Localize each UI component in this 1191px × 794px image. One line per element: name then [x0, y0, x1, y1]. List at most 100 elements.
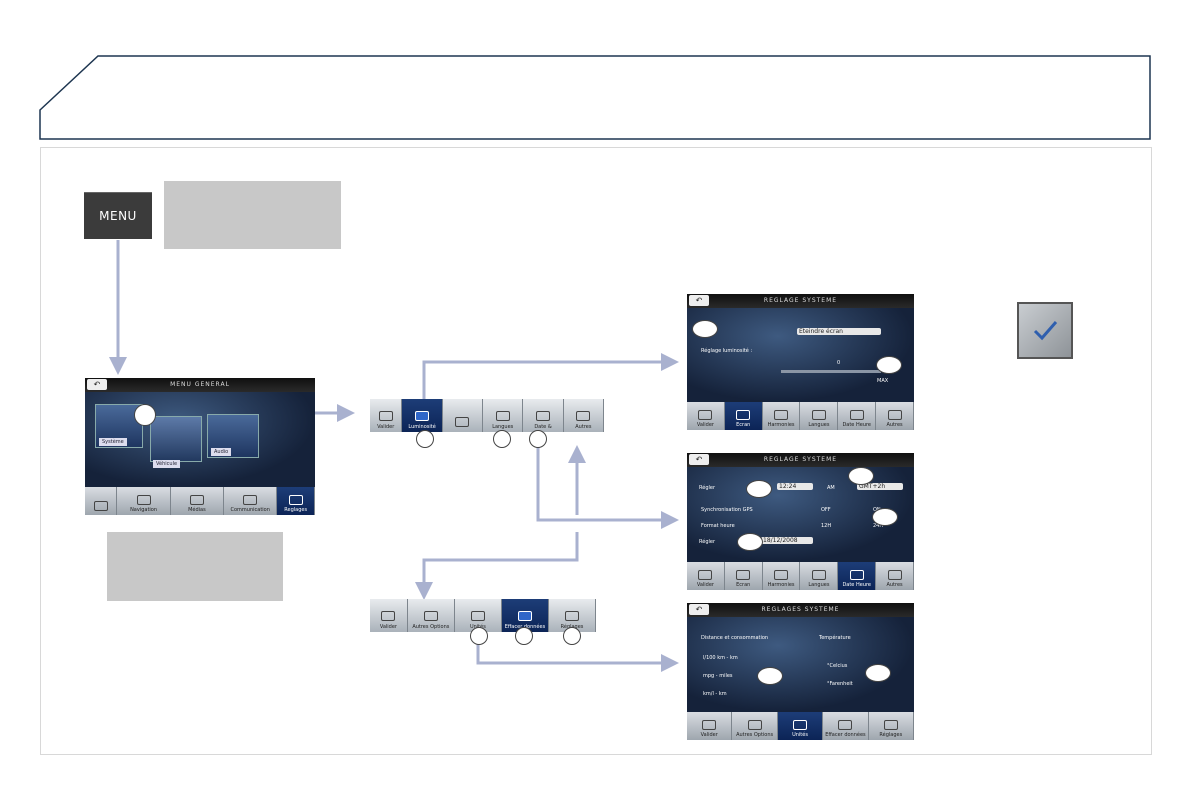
- settings-icon: [288, 495, 303, 505]
- callout-marker: [529, 430, 547, 448]
- others-icon: [423, 611, 438, 621]
- check-icon: [698, 410, 713, 420]
- gps-off-option[interactable]: OFF: [821, 507, 831, 513]
- distance-heading: Distance et consommation: [701, 635, 769, 641]
- color-icon: [774, 570, 789, 580]
- units-icon: [470, 611, 485, 621]
- callout-marker: [848, 467, 874, 485]
- format-24h-option[interactable]: 24H: [873, 523, 884, 529]
- units-icon: [793, 720, 808, 730]
- brightness-max: MAX: [877, 378, 889, 384]
- main-menu-screen: MENU GENERAL ↶ Système Véhicule Audio Na…: [85, 378, 315, 515]
- main-bottom-bar: Navigation Médias Communication Reglages: [85, 487, 315, 515]
- date-field[interactable]: 18/12/2008: [761, 537, 813, 544]
- back-button[interactable]: ↶: [87, 379, 107, 390]
- tab-harmonies[interactable]: Harmonies: [763, 402, 801, 430]
- tab-phone[interactable]: [85, 487, 118, 515]
- screen-title: REGLAGES SYSTEME: [687, 603, 914, 617]
- tab-date-time[interactable]: Date Heure: [838, 402, 877, 430]
- check-icon: [698, 570, 713, 580]
- set-time-label: Régler: [699, 485, 716, 491]
- header-tab-frame: [39, 55, 1151, 140]
- screen-icon: [736, 570, 751, 580]
- unit-option-mpg[interactable]: mpg - miles: [703, 673, 733, 679]
- communication-icon: [243, 495, 258, 505]
- tab-screen[interactable]: Ecran: [724, 402, 763, 430]
- tab-languages[interactable]: Langues: [800, 562, 839, 590]
- unit-option-kml[interactable]: km/l - km: [703, 691, 727, 697]
- grey-caption-box-bottom: [107, 532, 283, 601]
- tab-medias[interactable]: Médias: [171, 487, 225, 515]
- tab-settings[interactable]: Réglages: [869, 712, 914, 740]
- format-12h-option[interactable]: 12H: [821, 523, 832, 529]
- time-field[interactable]: 12:24: [777, 483, 813, 490]
- back-button[interactable]: ↶: [689, 295, 709, 306]
- brightness-bottom-bar: Valider Ecran Harmonies Langues Date Heu…: [687, 402, 914, 430]
- toolbar-top: Valider Luminosité Langues Date & Autres: [370, 399, 605, 432]
- tab-reglages[interactable]: Reglages: [277, 487, 315, 515]
- callout-marker: [746, 480, 772, 498]
- tab-languages[interactable]: Langues: [800, 402, 839, 430]
- gmt-field[interactable]: GMT+2h: [857, 483, 903, 490]
- others-icon: [747, 720, 762, 730]
- validate-check-icon: [1017, 302, 1073, 359]
- tile-vehicle[interactable]: [150, 416, 202, 462]
- toolbar-top-others[interactable]: Autres: [564, 399, 605, 432]
- color-icon: [455, 417, 470, 427]
- toolbar-top-languages[interactable]: Langues: [483, 399, 524, 432]
- tile-system-label: Système: [99, 438, 127, 446]
- set-date-label: Régler: [699, 539, 716, 545]
- back-button[interactable]: ↶: [689, 604, 709, 615]
- tab-other-options[interactable]: Autres Options: [732, 712, 778, 740]
- tab-navigation[interactable]: Navigation: [117, 487, 171, 515]
- toolbar-top-validate[interactable]: Valider: [370, 399, 403, 432]
- tab-validate[interactable]: Valider: [687, 402, 725, 430]
- callout-marker: [692, 320, 718, 338]
- factory-icon: [883, 720, 898, 730]
- callout-marker: [563, 627, 581, 645]
- tab-communication[interactable]: Communication: [224, 487, 278, 515]
- screen-title: MENU GENERAL: [85, 378, 315, 392]
- language-icon: [495, 411, 510, 421]
- tab-validate[interactable]: Valider: [687, 712, 733, 740]
- phone-icon: [93, 501, 108, 511]
- erase-icon: [517, 611, 532, 621]
- callout-marker: [470, 627, 488, 645]
- screen-icon: [415, 411, 430, 421]
- back-button[interactable]: ↶: [689, 454, 709, 465]
- check-icon: [381, 611, 396, 621]
- navigation-icon: [136, 495, 151, 505]
- tab-others[interactable]: Autres: [876, 402, 914, 430]
- tab-others[interactable]: Autres: [876, 562, 914, 590]
- check-icon: [1033, 321, 1058, 341]
- grey-caption-box-top: [164, 181, 341, 249]
- toolbar-top-color[interactable]: [443, 399, 484, 432]
- callout-marker: [872, 508, 898, 526]
- callout-marker: [493, 430, 511, 448]
- unit-option-fahrenheit[interactable]: °Farenheit: [827, 681, 853, 687]
- check-icon: [702, 720, 717, 730]
- callout-marker: [737, 533, 763, 551]
- brightness-value: 0: [837, 360, 841, 366]
- toolbar-top-date[interactable]: Date &: [523, 399, 564, 432]
- tab-units[interactable]: Unités: [777, 712, 824, 740]
- screen-title: REGLAGE SYSTEME: [687, 294, 914, 308]
- tab-validate[interactable]: Valider: [687, 562, 725, 590]
- tab-screen[interactable]: Ecran: [725, 562, 763, 590]
- menu-button[interactable]: MENU: [84, 192, 152, 239]
- unit-option-celsius[interactable]: °Celcius: [827, 663, 848, 669]
- tab-erase-data[interactable]: Effacer données: [823, 712, 869, 740]
- am-checkbox[interactable]: AM: [827, 485, 835, 491]
- tab-harmonies[interactable]: Harmonies: [763, 562, 801, 590]
- tab-date-time[interactable]: Date Heure: [838, 562, 877, 590]
- erase-icon: [838, 720, 853, 730]
- language-icon: [811, 410, 826, 420]
- toolbar-bottom-other-options[interactable]: Autres Options: [408, 599, 455, 632]
- factory-icon: [564, 611, 579, 621]
- screen-off-option[interactable]: Eteindre écran: [797, 328, 881, 335]
- toolbar-bottom-validate[interactable]: Valider: [370, 599, 408, 632]
- language-icon: [811, 570, 826, 580]
- toolbar-top-brightness[interactable]: Luminosité: [402, 399, 443, 432]
- brightness-slider[interactable]: [781, 370, 881, 373]
- unit-option-l100km[interactable]: l/100 km - km: [703, 655, 738, 661]
